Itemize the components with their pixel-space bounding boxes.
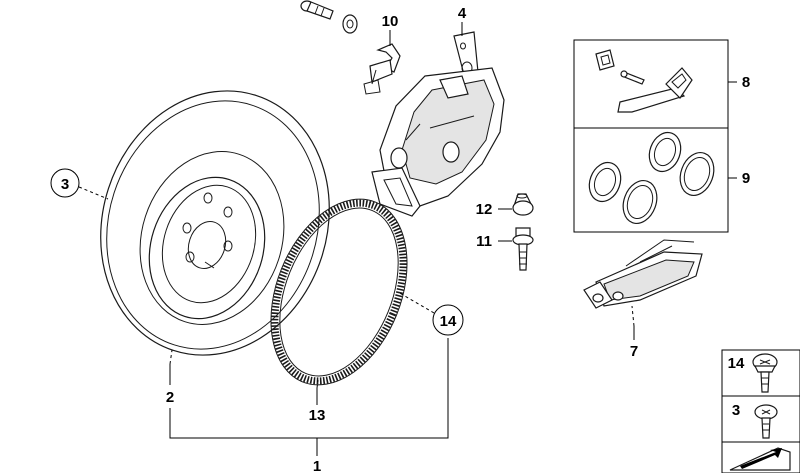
guide-pin-kit[interactable] [595, 49, 693, 113]
leader-lines [78, 22, 737, 456]
label-circle-14: 14 [432, 304, 464, 336]
piston-seal-kit[interactable] [584, 128, 719, 228]
label-10: 10 [382, 13, 399, 30]
view-arrow-icon [729, 447, 791, 471]
bolt-and-washer[interactable] [300, 0, 358, 34]
legend-label-3: 3 [732, 402, 740, 419]
label-2: 2 [166, 389, 174, 406]
caliper-clip[interactable] [363, 43, 401, 95]
label-1: 1 [313, 458, 321, 473]
parts-box-9 [573, 127, 729, 233]
label-11: 11 [476, 233, 492, 250]
legend-label-14: 14 [728, 355, 745, 372]
label-4: 4 [458, 5, 467, 22]
bleeder-screw[interactable] [512, 227, 534, 271]
label-8: 8 [742, 74, 750, 91]
brake-pads[interactable] [583, 239, 703, 309]
label-9: 9 [742, 170, 750, 187]
legend-screw-3-icon [754, 404, 778, 439]
abs-sensor-ring[interactable] [245, 179, 433, 405]
brake-disc[interactable] [67, 61, 363, 385]
svg-text:3: 3 [61, 176, 69, 193]
label-7: 7 [630, 343, 638, 360]
legend-panel [721, 349, 800, 473]
bleeder-cap[interactable] [512, 193, 534, 216]
label-13: 13 [309, 407, 326, 424]
legend-screw-14-icon [752, 353, 778, 393]
svg-text:14: 14 [440, 313, 457, 330]
brake-caliper[interactable] [371, 31, 505, 217]
label-circle-3: 3 [50, 168, 80, 198]
label-12: 12 [476, 201, 493, 218]
